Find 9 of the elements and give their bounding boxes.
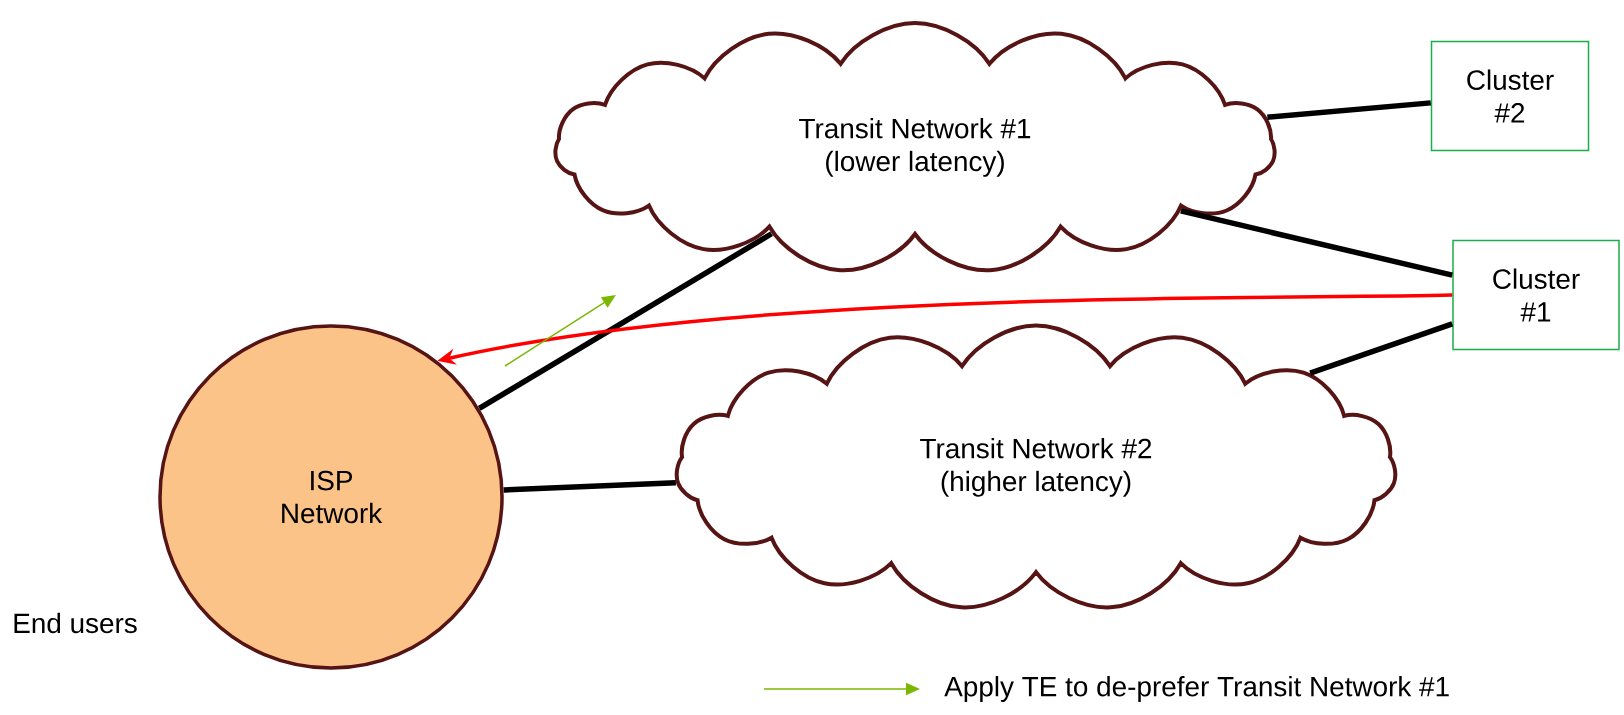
connector-line xyxy=(1180,208,1453,278)
beside-label: End users xyxy=(14,612,137,634)
legend-text: Apply TE to de-prefer Transit Network #1 xyxy=(944,676,1449,702)
cluster-box: Cluster #1 xyxy=(1452,239,1620,351)
connector-line xyxy=(1309,321,1454,376)
connector-line xyxy=(503,480,676,493)
connector-line xyxy=(1267,100,1431,120)
connector-line xyxy=(477,231,773,411)
cluster-box: Cluster #2 xyxy=(1430,40,1590,152)
